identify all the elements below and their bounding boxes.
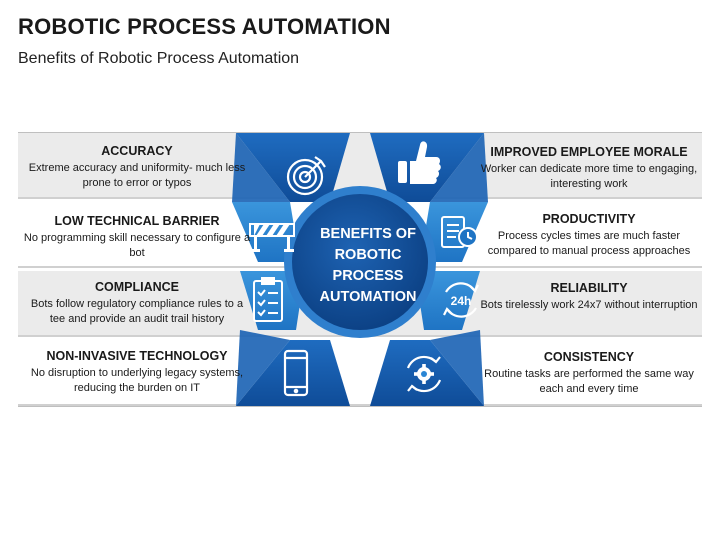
arm-upper-left — [236, 133, 350, 202]
arm-lower-left — [236, 340, 350, 406]
benefit-title: LOW TECHNICAL BARRIER — [54, 214, 220, 228]
benefit-title: IMPROVED EMPLOYEE MORALE — [490, 145, 688, 159]
benefit-desc: Extreme accuracy and uniformity- much le… — [28, 162, 246, 189]
benefit-productivity: PRODUCTIVITY Process cycles times are mu… — [474, 212, 704, 259]
page-subtitle: Benefits of Robotic Process Automation — [18, 50, 300, 67]
benefit-title: PRODUCTIVITY — [542, 212, 636, 226]
benefit-title: NON-INVASIVE TECHNOLOGY — [46, 349, 228, 363]
frame-bottom-line — [18, 406, 702, 407]
target-icon — [286, 156, 326, 196]
row-band-4 — [18, 340, 702, 406]
benefit-desc: Bots follow regulatory compliance rules … — [30, 298, 244, 325]
benefit-desc: No programming skill necessary to config… — [23, 232, 251, 259]
center-label: BENEFITS OF ROBOTIC PROCESS AUTOMATION — [300, 224, 436, 308]
smartphone-icon — [283, 349, 309, 397]
page-title: ROBOTIC PROCESS AUTOMATION — [18, 14, 391, 39]
checklist-icon — [253, 277, 283, 322]
benefit-desc: Bots tirelessly work 24x7 without interr… — [480, 299, 698, 311]
benefit-reliability: RELIABILITY Bots tirelessly work 24x7 wi… — [474, 281, 704, 313]
benefit-desc: Routine tasks are performed the same way… — [484, 368, 694, 395]
thumbs-up-icon — [398, 141, 441, 184]
benefit-compliance: COMPLIANCE Bots follow regulatory compli… — [22, 280, 252, 327]
barrier-icon — [249, 223, 295, 252]
center-line-1: BENEFITS OF — [320, 226, 416, 242]
gear-cycle-icon — [406, 355, 442, 393]
center-line-4: AUTOMATION — [319, 289, 417, 305]
benefit-consistency: CONSISTENCY Routine tasks are performed … — [474, 350, 704, 397]
benefit-non-invasive-technology: NON-INVASIVE TECHNOLOGY No disruption to… — [22, 349, 252, 396]
benefit-desc: Process cycles times are much faster com… — [487, 230, 691, 257]
benefit-improved-employee-morale: IMPROVED EMPLOYEE MORALE Worker can dedi… — [474, 145, 704, 192]
benefit-title: RELIABILITY — [550, 281, 628, 295]
24h-icon-text: 24h — [451, 294, 472, 308]
benefit-desc: Worker can dedicate more time to engagin… — [480, 163, 698, 190]
benefit-desc: No disruption to underlying legacy syste… — [30, 367, 244, 394]
center-line-2: ROBOTIC — [334, 247, 402, 263]
document-clock-icon — [441, 216, 478, 248]
benefit-accuracy: ACCURACY Extreme accuracy and uniformity… — [22, 144, 252, 191]
24h-icon — [443, 282, 479, 318]
benefit-low-technical-barrier: LOW TECHNICAL BARRIER No programming ski… — [22, 214, 252, 261]
benefit-title: CONSISTENCY — [543, 350, 635, 364]
benefit-title: COMPLIANCE — [94, 280, 180, 294]
center-line-3: PROCESS — [332, 268, 404, 284]
arm-left-2 — [232, 202, 300, 262]
center-circle — [292, 194, 428, 330]
frame-top-line — [18, 132, 702, 133]
benefit-title: ACCURACY — [101, 144, 173, 158]
